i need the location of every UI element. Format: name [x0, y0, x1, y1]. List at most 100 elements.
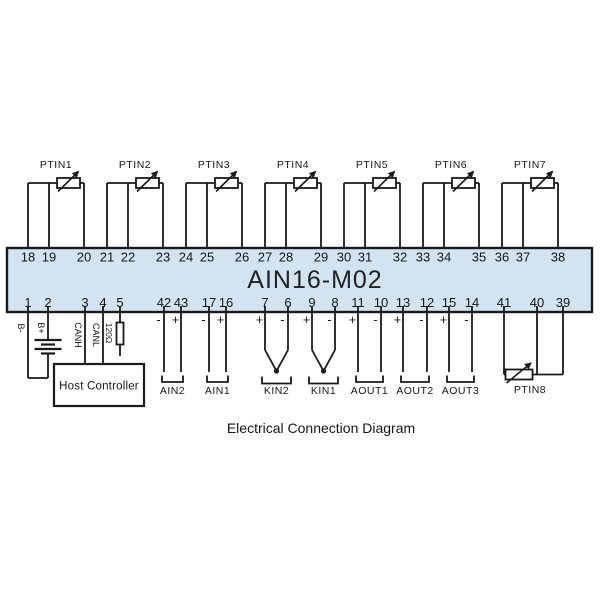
resistor-body: [293, 177, 318, 189]
terminal-number: 6: [284, 295, 291, 310]
connector-bracket: [308, 376, 339, 385]
polarity-sign: -: [201, 313, 205, 327]
thermistor-icon: [135, 170, 160, 193]
terminal-number: 15: [442, 295, 456, 310]
terminal-number: 5: [116, 295, 123, 310]
terminal-number: 4: [99, 295, 106, 310]
resistor-body: [135, 177, 160, 189]
signal-group-label: AOUT3: [442, 385, 480, 397]
terminal-number: 41: [497, 295, 511, 310]
terminal-number: 19: [42, 250, 56, 265]
signal-group-label: KIN2: [264, 385, 289, 397]
signal-group-aout3: 15+14-AOUT3: [440, 295, 479, 397]
module-body: [5, 246, 594, 314]
resistor-icon: [115, 321, 125, 346]
signal-group-label: AOUT1: [351, 385, 389, 397]
terminal-label: CANH: [73, 322, 83, 348]
terminal-number: 9: [308, 295, 315, 310]
signal-group-label: KIN1: [311, 385, 336, 397]
terminal-number: 39: [556, 295, 570, 310]
thermistor-icon: [504, 362, 534, 384]
thermistor-icon: [56, 170, 81, 193]
connector-bracket: [261, 376, 292, 385]
terminal-number: 10: [374, 295, 388, 310]
ptin-label: PTIN6: [435, 159, 467, 171]
probe-tip-dot: [320, 368, 327, 374]
battery-icon: [34, 338, 62, 355]
polarity-sign: +: [440, 313, 447, 327]
connector-bracket: [446, 375, 475, 383]
ptin-label: PTIN1: [40, 159, 72, 171]
thermistor-icon: [372, 170, 397, 193]
connector-bracket: [161, 375, 184, 383]
terminal-number: 36: [495, 250, 509, 265]
terminal-number: 24: [179, 250, 193, 265]
arrow-line: [531, 170, 554, 193]
terminal-number: 42: [157, 295, 171, 310]
host-controller-label: Host Controller: [59, 381, 139, 393]
terminal-label: B-: [16, 324, 26, 333]
polarity-sign: +: [256, 313, 263, 327]
resistor-body: [504, 368, 534, 381]
ptin-label: PTIN3: [198, 159, 230, 171]
polarity-sign: +: [394, 313, 401, 327]
thermistor-icon: [293, 170, 318, 193]
resistor-body: [530, 177, 555, 189]
thermistor-icon: [530, 170, 555, 193]
connector-bracket: [355, 375, 384, 383]
wire: [264, 349, 278, 372]
terminal-number: 31: [358, 250, 372, 265]
terminal-number: 18: [21, 250, 35, 265]
arrow-line: [57, 170, 80, 193]
polarity-sign: -: [156, 313, 160, 327]
terminal-number: 27: [258, 250, 272, 265]
terminal-number: 2: [44, 295, 51, 310]
terminal-number: 43: [174, 295, 188, 310]
terminal-number: 34: [437, 250, 451, 265]
ptin-label: PTIN2: [119, 159, 151, 171]
polarity-sign: -: [464, 313, 468, 327]
signal-group-kin1: 9+8-KIN1: [303, 295, 339, 397]
ptin-label: PTIN5: [356, 159, 388, 171]
resistor-body: [451, 177, 476, 189]
terminal-number: 12: [420, 295, 434, 310]
arrow-line: [505, 362, 532, 384]
polarity-sign: +: [172, 313, 179, 327]
terminal-number: 26: [235, 250, 249, 265]
polarity-sign: +: [303, 313, 310, 327]
signal-group-label: AOUT2: [396, 385, 434, 397]
diagram-caption: Electrical Connection Diagram: [227, 420, 415, 436]
arrow-line: [136, 170, 159, 193]
terminal-number: 38: [551, 250, 565, 265]
thermistor-icon: [214, 170, 239, 193]
polarity-sign: -: [373, 313, 377, 327]
thermistor-icon: [451, 170, 476, 193]
arrow-line: [373, 170, 396, 193]
terminal-number: 3: [81, 295, 88, 310]
terminal-number: 28: [279, 250, 293, 265]
terminal-number: 29: [314, 250, 328, 265]
terminal-number: 35: [472, 250, 486, 265]
terminal-number: 13: [396, 295, 410, 310]
polarity-sign: -: [419, 313, 423, 327]
connector-bracket: [400, 375, 430, 383]
polarity-sign: -: [327, 313, 331, 327]
signal-group-label: AIN1: [205, 385, 230, 397]
wire: [275, 349, 289, 372]
ptin-group-ptin6: PTIN6 33 34 35: [416, 159, 486, 265]
wire: [311, 349, 325, 372]
terminal-number: 33: [416, 250, 430, 265]
wire: [322, 349, 336, 372]
host-controller: Host Controller: [52, 362, 146, 408]
resistor-label: 120Ω: [104, 323, 114, 344]
